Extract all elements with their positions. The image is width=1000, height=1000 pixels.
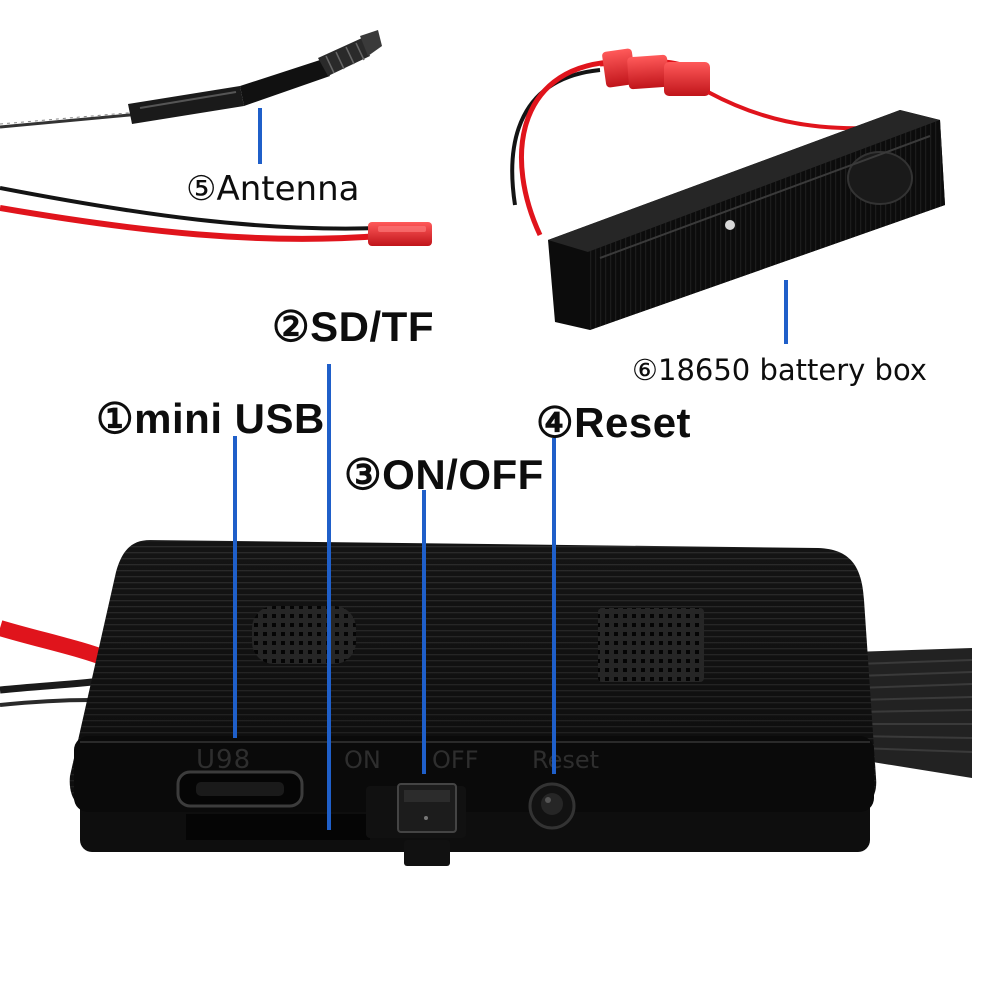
on-print: ON: [344, 746, 381, 774]
mini-usb-leader-line: [233, 436, 237, 738]
camera-module-body: [69, 540, 877, 866]
off-print: OFF: [432, 746, 479, 774]
reset-leader-line: [552, 438, 556, 774]
on-off-label: ③ON/OFF: [344, 451, 544, 498]
antenna-leader-line: [258, 108, 262, 164]
power-wire: [0, 186, 432, 246]
antenna-label: ⑤Antenna: [186, 169, 360, 209]
reset-print: Reset: [532, 746, 599, 774]
mini-usb-label: ①mini USB: [96, 395, 325, 442]
reset-label: ④Reset: [536, 399, 692, 446]
sd-card-slot: [186, 814, 370, 840]
on-off-leader-line: [422, 490, 426, 774]
battery-leader-line: [784, 280, 788, 344]
sd-tf-label: ②SD/TF: [272, 303, 434, 350]
battery-box-label: ⑥18650 battery box: [632, 353, 927, 387]
sd-tf-leader-line: [327, 364, 331, 830]
model-print: U98: [196, 745, 251, 775]
ribbon-cable: [852, 648, 973, 778]
battery-box: [510, 48, 945, 330]
antenna-cable: [0, 30, 382, 129]
